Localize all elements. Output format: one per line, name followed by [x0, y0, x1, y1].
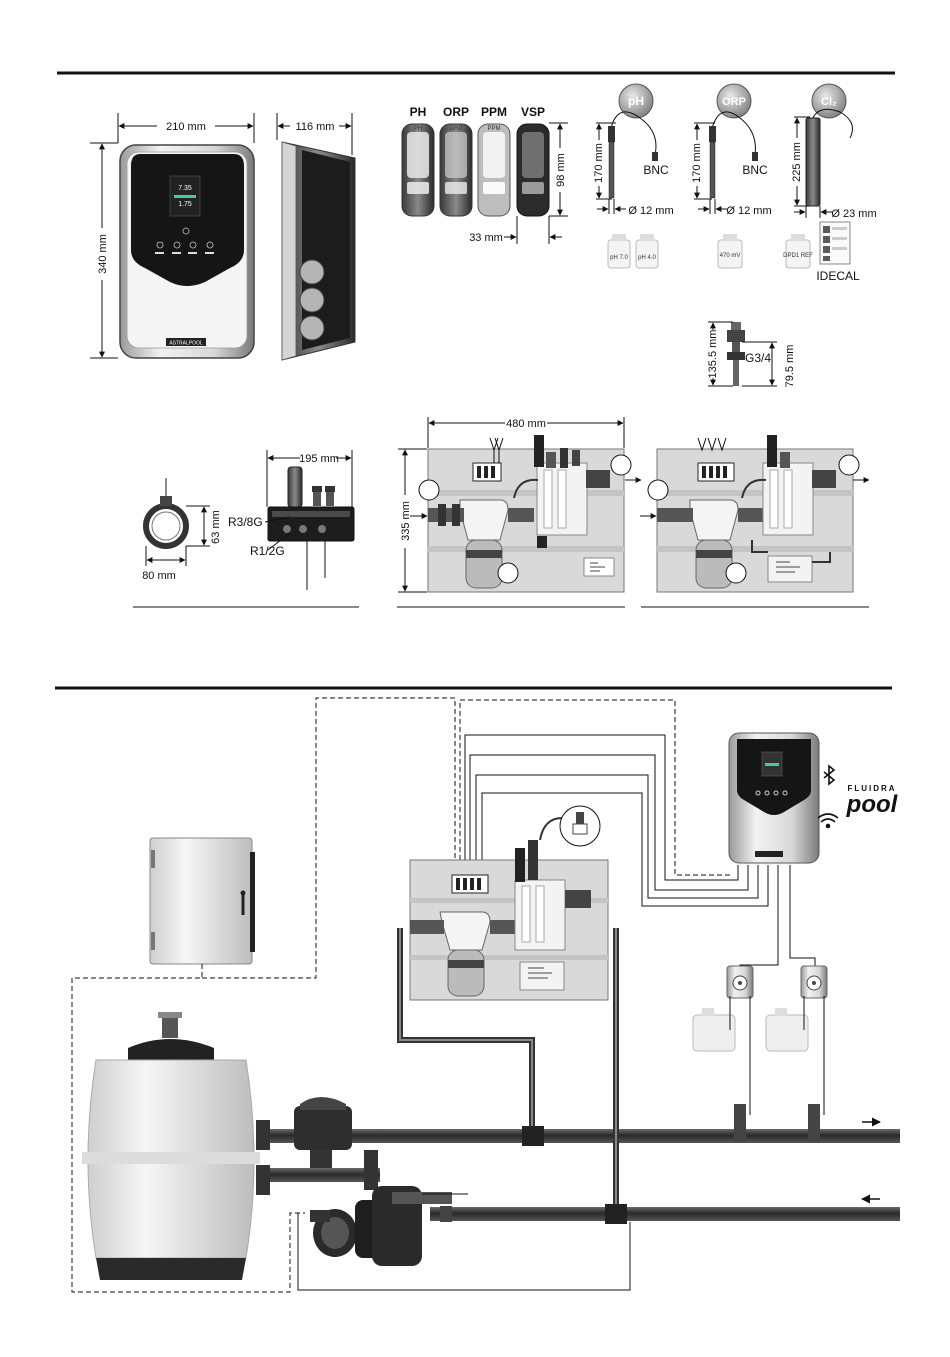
sand-filter [82, 1012, 270, 1280]
svg-text:PPM: PPM [487, 126, 500, 132]
injector-fitting: 135.5 mm 79.5 mm G3/4 [707, 322, 796, 387]
probe-holder-labels: PH ORP PPM VSP [410, 105, 545, 119]
svg-text:Ø 12 mm: Ø 12 mm [726, 205, 771, 217]
svg-text:135.5 mm: 135.5 mm [707, 330, 719, 379]
thread-label-top: R3/8G [228, 515, 263, 529]
electrical-cabinet [150, 838, 255, 964]
circulation-pump [310, 1186, 468, 1266]
svg-text:340 mm: 340 mm [97, 234, 109, 274]
probe-holder-height-dimension: 98 mm [549, 123, 568, 216]
svg-text:170 mm: 170 mm [593, 143, 605, 183]
probe-holder-width-dimension: 33 mm [469, 216, 562, 244]
svg-text:170 mm: 170 mm [691, 143, 703, 183]
analysis-panel-variant [640, 435, 869, 592]
svg-text:98 mm: 98 mm [555, 153, 567, 187]
thread-label-bottom: R1/2G [250, 544, 285, 558]
bluetooth-icon [824, 766, 834, 784]
idecal-label: IDECAL [816, 269, 860, 283]
controller-installed [729, 733, 819, 863]
multiport-valve [270, 1097, 380, 1190]
screen-value: 1.75 [178, 201, 192, 208]
pool-wordmark: pool [846, 791, 899, 818]
svg-text:80 mm: 80 mm [142, 570, 176, 582]
svg-text:pH 4.0: pH 4.0 [638, 255, 656, 261]
cl-probe: Cl₂ 225 mm Ø 23 mm [791, 84, 877, 220]
controller-brand-plate: ASTRALPOOL [169, 341, 203, 347]
controller-side-view [282, 142, 355, 360]
svg-text:33 mm: 33 mm [469, 232, 503, 244]
orp-connector-label: BNC [742, 163, 768, 177]
probe-holder-orp: ORP [440, 124, 472, 216]
svg-text:480 mm: 480 mm [506, 418, 546, 430]
svg-text:210 mm: 210 mm [166, 121, 206, 133]
holder-label-vsp: VSP [521, 105, 545, 119]
svg-text:225 mm: 225 mm [791, 142, 803, 182]
analysis-panel-dimensioned: 480 mm 335 mm [398, 417, 641, 592]
svg-text:79.5 mm: 79.5 mm [784, 345, 796, 388]
svg-text:Ø 23 mm: Ø 23 mm [831, 208, 876, 220]
holder-label-ph: PH [410, 105, 427, 119]
probe-holder-vsp: VSP [517, 124, 549, 216]
analysis-panel-installed [410, 806, 608, 1000]
sampling-manifold: 195 mm R3/8G R1/2G [228, 450, 354, 590]
svg-text:ORP: ORP [449, 126, 462, 132]
svg-text:63 mm: 63 mm [210, 510, 222, 544]
dosing-pump-2 [766, 966, 827, 1142]
holder-label-orp: ORP [443, 105, 469, 119]
fluidra-pool-logo: FLUIDRA pool [846, 784, 899, 818]
svg-text:116 mm: 116 mm [296, 121, 335, 133]
holder-label-ppm: PPM [481, 105, 507, 119]
controller-height-dimension: 340 mm [90, 143, 118, 358]
screen-time: 7.35 [178, 185, 192, 192]
orp-probe-badge: ORP [722, 96, 746, 108]
cl-probe-badge: Cl₂ [821, 96, 837, 108]
svg-text:VSP: VSP [527, 126, 539, 132]
orp-probe: ORP BNC 170 mm Ø 12 mm [691, 84, 772, 217]
probe-holder-ppm: PPM [478, 124, 510, 216]
svg-text:195 mm: 195 mm [299, 453, 339, 465]
buffer-bottles: pH 7.0 pH 4.0 470 mV DPD1 REF [608, 234, 813, 268]
pipe-collar-clamp: 63 mm 80 mm [142, 478, 222, 582]
svg-text:Ø 12 mm: Ø 12 mm [628, 205, 673, 217]
probe-holder-ph: PH [402, 124, 434, 216]
controller-front-view: 7.35 1.75 ASTRALPOOL [120, 145, 254, 358]
controller-width-dimension: 210 mm [118, 113, 254, 143]
dosing-pump-1 [693, 966, 753, 1142]
svg-text:DPD1 REF: DPD1 REF [783, 253, 813, 259]
wifi-icon [818, 814, 838, 828]
svg-text:335 mm: 335 mm [400, 501, 412, 541]
idecal-reagent-kit: IDECAL [816, 222, 860, 283]
svg-text:470 mV: 470 mV [720, 253, 741, 259]
svg-text:PH: PH [414, 126, 422, 132]
ph-probe: pH BNC 170 mm Ø 12 mm [593, 84, 674, 217]
svg-text:pH 7.0: pH 7.0 [610, 255, 628, 261]
ph-connector-label: BNC [643, 163, 669, 177]
ph-probe-badge: pH [628, 94, 644, 108]
injector-thread-label: G3/4 [745, 351, 771, 365]
